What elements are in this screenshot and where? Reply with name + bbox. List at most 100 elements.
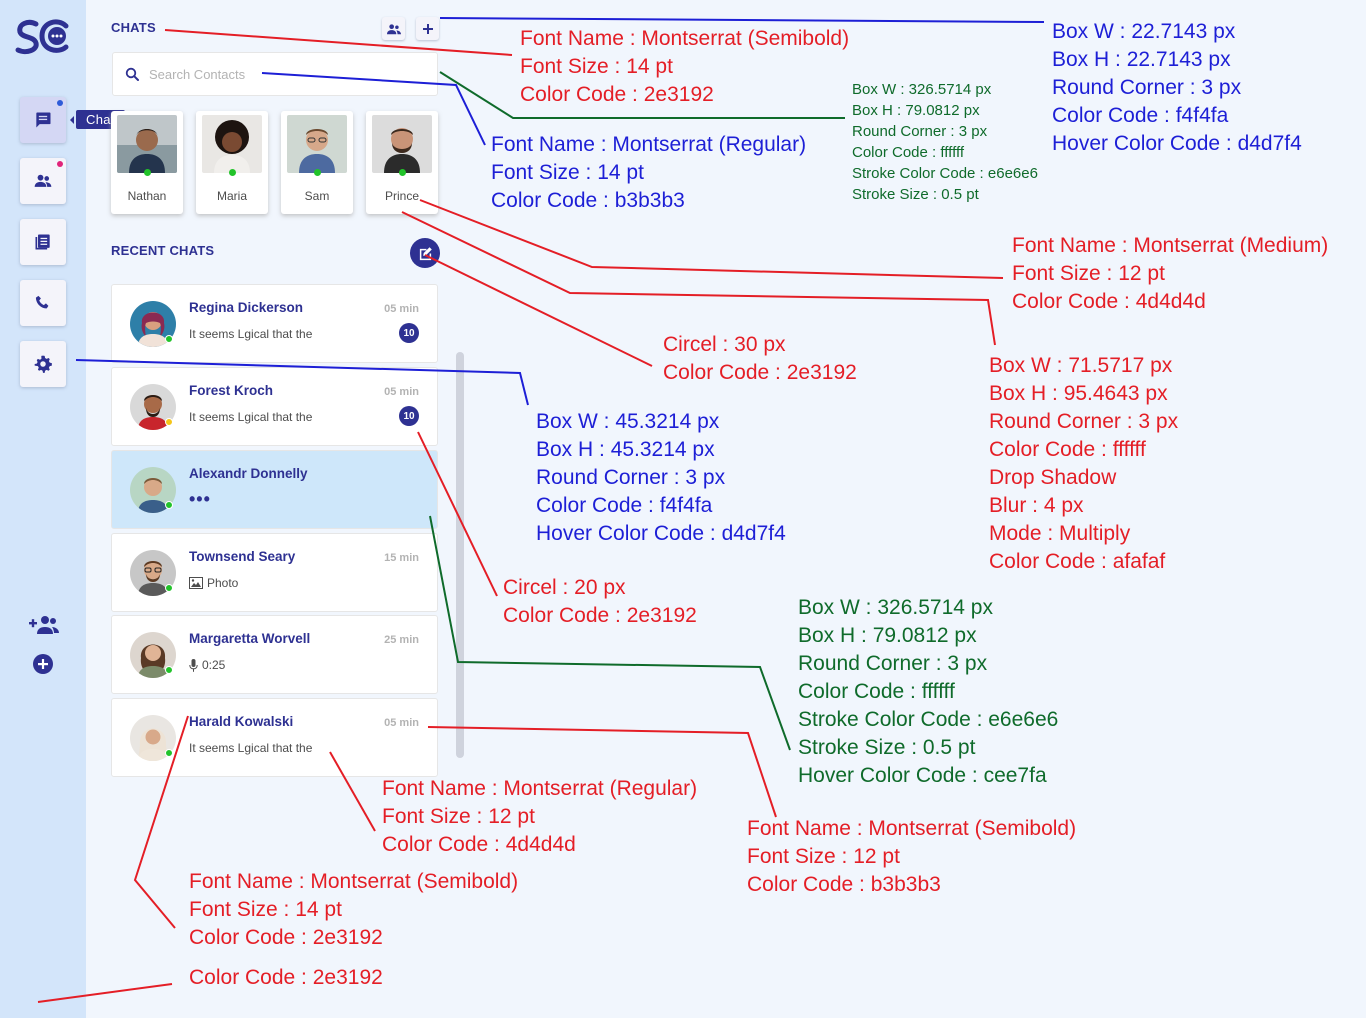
search-icon — [125, 67, 139, 81]
annotation-line: Color Code : 2e3192 — [663, 361, 857, 384]
search-box[interactable] — [112, 52, 438, 96]
annotation-line: Mode : Multiply — [989, 522, 1131, 545]
add-button[interactable] — [31, 652, 55, 676]
unread-badge: 10 — [399, 323, 419, 343]
typing-indicator: ••• — [189, 489, 211, 509]
annotation-line: Round Corner : 3 px — [536, 466, 726, 489]
annotation-line: Box H : 45.3214 px — [536, 438, 715, 461]
rail-settings-button[interactable] — [20, 341, 66, 387]
annotation-line: Box H : 79.0812 px — [798, 624, 977, 647]
chat-row[interactable]: Forest Kroch It seems Lgical that the 05… — [111, 367, 438, 446]
annotation-line: Round Corner : 3 px — [798, 652, 988, 675]
scrollbar[interactable] — [456, 352, 464, 758]
new-contact-button[interactable] — [416, 17, 439, 40]
annotation-badge-circle: Circel : 20 px Color Code : 2e3192 — [503, 574, 697, 630]
contact-card-sam[interactable]: Sam — [281, 111, 353, 214]
annotation-search-box: Box W : 326.5714 px Box H : 79.0812 px R… — [852, 79, 1038, 205]
annotation-line: Font Name : Montserrat (Semibold) — [189, 870, 519, 893]
contact-photo — [287, 115, 347, 173]
annotation-line: Circel : 30 px — [663, 333, 786, 356]
contact-card-maria[interactable]: Maria — [196, 111, 268, 214]
annotation-chat-row: Box W : 326.5714 px Box H : 79.0812 px R… — [798, 594, 1058, 790]
plus-icon — [422, 23, 433, 34]
annotation-line: Stroke Size : 0.5 pt — [852, 186, 979, 203]
annotation-new-chat-circle: Circel : 30 px Color Code : 2e3192 — [663, 331, 857, 387]
annotation-line: Round Corner : 3 px — [989, 410, 1179, 433]
chat-row[interactable]: Townsend Seary Photo 15 min — [111, 533, 438, 612]
annotation-line: Color Code : ffffff — [852, 144, 965, 161]
online-indicator — [165, 335, 173, 343]
rail-contacts-button[interactable] — [20, 158, 66, 204]
annotation-line: Round Corner : 3 px — [1052, 76, 1242, 99]
annotation-line: Color Code : 2e3192 — [189, 966, 383, 989]
annotation-line: Blur : 4 px — [989, 494, 1084, 517]
rail-documents-button[interactable] — [20, 219, 66, 265]
annotation-line: Color Code : 4d4d4d — [1012, 290, 1206, 313]
annotation-line: Color Code : f4f4fa — [536, 494, 713, 517]
annotation-line: Font Name : Montserrat (Regular) — [382, 777, 698, 800]
plus-circle-icon — [33, 654, 53, 674]
contact-name: Forest Kroch — [189, 383, 274, 398]
contact-name: Maria — [216, 189, 247, 203]
annotation-name-font: Font Name : Montserrat (Semibold) Font S… — [189, 868, 518, 952]
annotation-line: Font Size : 12 pt — [382, 805, 535, 828]
gear-icon — [34, 355, 52, 373]
annotation-line: Color Code : 2e3192 — [189, 926, 383, 949]
annotation-line: Color Code : ffffff — [989, 438, 1146, 461]
annotation-line: Drop Shadow — [989, 466, 1117, 489]
chat-row[interactable]: Regina Dickerson It seems Lgical that th… — [111, 284, 438, 363]
annotation-rail-button: Box W : 45.3214 px Box H : 45.3214 px Ro… — [536, 408, 786, 548]
annotation-line: Font Size : 14 pt — [491, 161, 644, 184]
away-indicator — [165, 418, 173, 426]
users-icon — [386, 23, 401, 34]
online-indicator — [314, 169, 321, 176]
search-input[interactable] — [147, 65, 407, 83]
message-time: 05 min — [384, 303, 419, 315]
last-message: 0:25 — [189, 658, 225, 672]
add-group-button[interactable] — [27, 612, 61, 638]
online-indicator — [165, 501, 173, 509]
contact-photo — [372, 115, 432, 173]
last-message: It seems Lgical that the — [189, 741, 312, 755]
contact-name: Margaretta Worvell — [189, 631, 311, 646]
contact-card-nathan[interactable]: Nathan — [111, 111, 183, 214]
annotation-line: Hover Color Code : d4d7f4 — [1052, 132, 1302, 155]
annotation-line: Box W : 326.5714 px — [798, 596, 993, 619]
annotation-line: Color Code : b3b3b3 — [491, 189, 685, 212]
annotation-line: Color Code : b3b3b3 — [747, 873, 941, 896]
users-icon — [34, 174, 52, 187]
rail-chat-button[interactable] — [20, 97, 66, 143]
annotation-line: Box W : 326.5714 px — [852, 81, 992, 98]
annotation-line: Color Code : f4f4fa — [1052, 104, 1229, 127]
chats-title: CHATS — [111, 20, 156, 35]
annotation-line: Font Name : Montserrat (Semibold) — [747, 817, 1077, 840]
photo-icon — [189, 577, 203, 589]
chat-icon — [36, 112, 51, 128]
annotation-line: Font Name : Montserrat (Semibold) — [520, 27, 850, 50]
chat-row-active[interactable]: Alexandr Donnelly ••• — [111, 450, 438, 529]
last-message: It seems Lgical that the — [189, 410, 312, 424]
contact-name: Prince — [384, 189, 419, 203]
rail-calls-button[interactable] — [20, 280, 66, 326]
annotation-contact-card: Box W : 71.5717 px Box H : 95.4643 px Ro… — [989, 352, 1178, 576]
message-time: 05 min — [384, 717, 419, 729]
message-text: Photo — [207, 576, 239, 590]
last-message: It seems Lgical that the — [189, 327, 312, 341]
annotation-line: Color Code : 4d4d4d — [382, 833, 576, 856]
notification-dot — [57, 100, 63, 106]
new-chat-button[interactable] — [410, 238, 440, 268]
contact-photo — [202, 115, 262, 173]
group-contacts-button[interactable] — [382, 17, 405, 40]
chat-row[interactable]: Harald Kowalski It seems Lgical that the… — [111, 698, 438, 777]
online-indicator — [229, 169, 236, 176]
annotation-line: Stroke Size : 0.5 pt — [798, 736, 976, 759]
contact-name: Sam — [304, 189, 330, 203]
microphone-icon — [189, 658, 198, 672]
annotation-line: Circel : 20 px — [503, 576, 626, 599]
annotation-line: Font Name : Montserrat (Medium) — [1012, 234, 1329, 257]
online-indicator — [165, 584, 173, 592]
chat-row[interactable]: Margaretta Worvell 0:25 25 min — [111, 615, 438, 694]
annotation-line: Hover Color Code : cee7fa — [798, 764, 1047, 787]
contact-card-prince[interactable]: Prince — [366, 111, 438, 214]
annotation-line: Font Name : Montserrat (Regular) — [491, 133, 807, 156]
